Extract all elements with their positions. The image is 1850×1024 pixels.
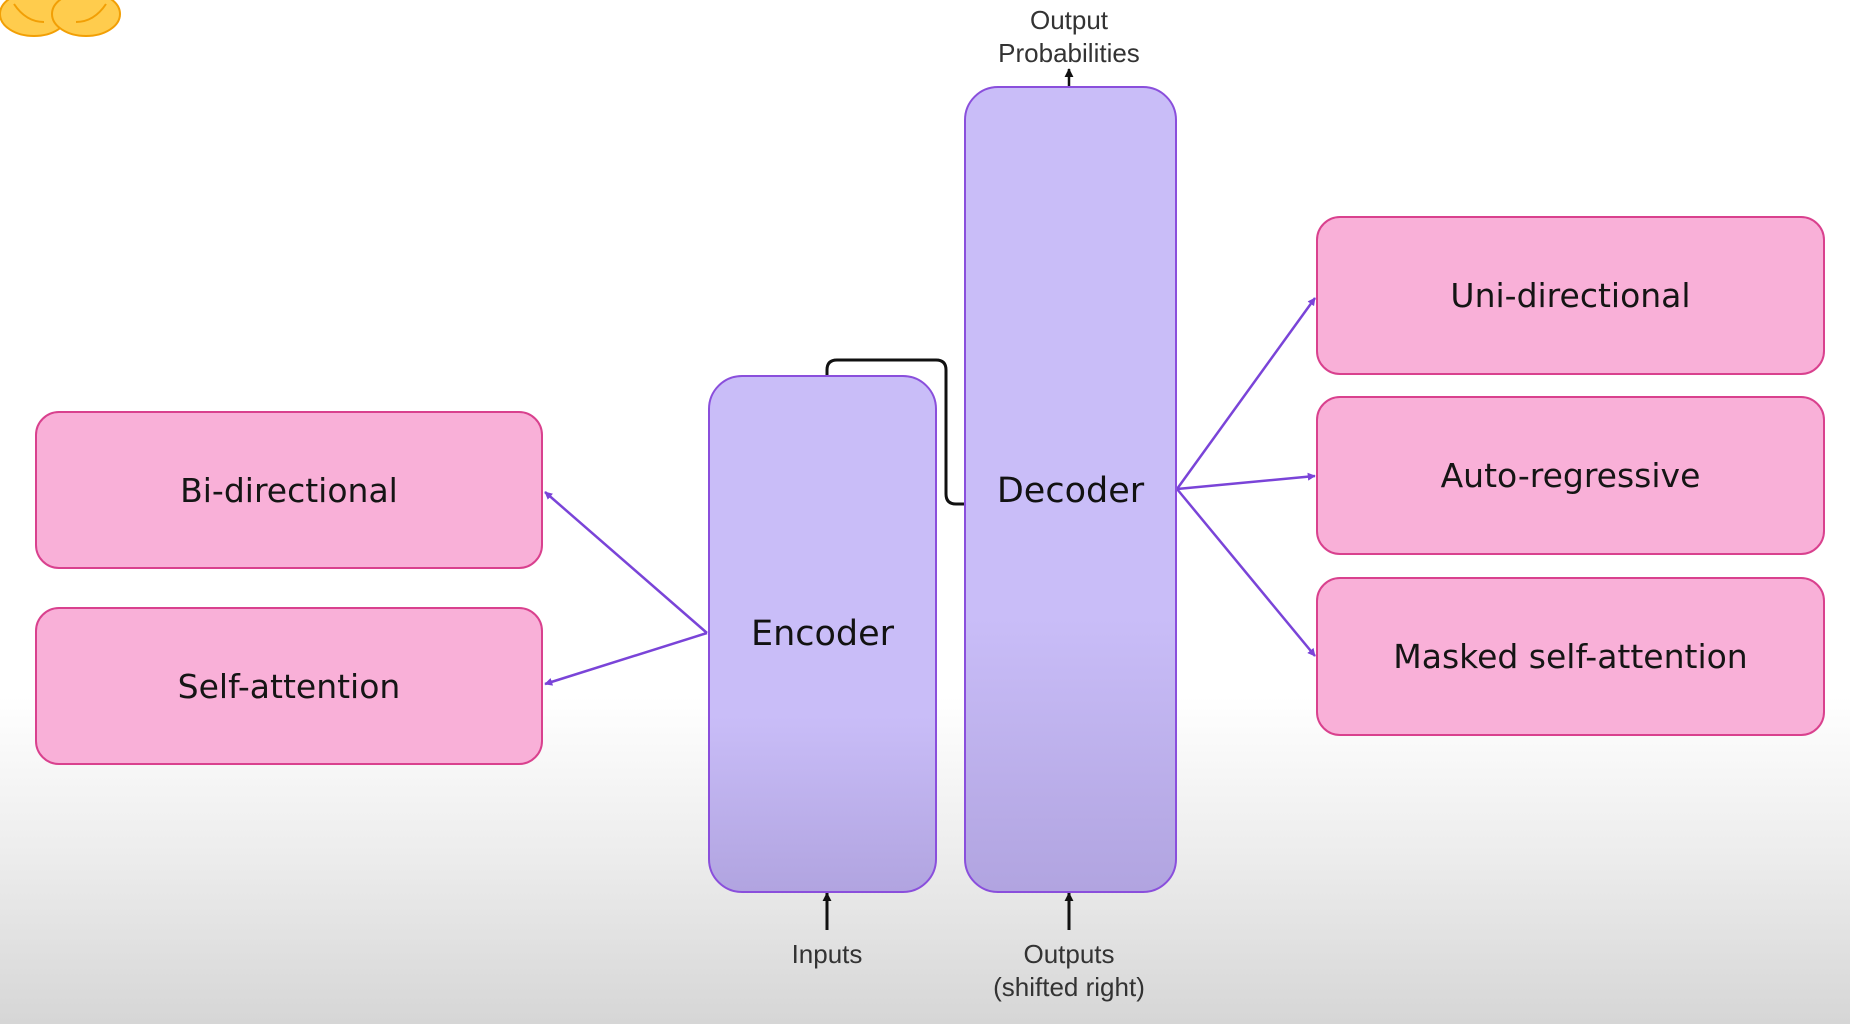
masked-self-attention-box: Masked self-attention: [1316, 577, 1825, 736]
self-attention-box: Self-attention: [35, 607, 543, 765]
output-probabilities-label: Output Probabilities: [969, 4, 1169, 70]
outputs-line-2: (shifted right): [993, 972, 1145, 1002]
bi-directional-label: Bi-directional: [180, 470, 398, 510]
bi-directional-box: Bi-directional: [35, 411, 543, 569]
arrow-to-self-attention: [544, 631, 708, 686]
decoder-block: Decoder: [964, 86, 1177, 893]
decoder-label: Decoder: [996, 471, 1145, 511]
inputs-text: Inputs: [791, 939, 863, 969]
uni-directional-box: Uni-directional: [1316, 216, 1825, 375]
encoder-label: Encoder: [750, 614, 895, 654]
encoder-decoder-connector: [825, 358, 966, 506]
uni-directional-label: Uni-directional: [1450, 276, 1691, 315]
inputs-label: Inputs: [747, 938, 907, 971]
arrow-to-auto-regressive: [1176, 472, 1316, 491]
arrow-to-masked-self-attention: [1176, 488, 1316, 657]
outputs-line-1: Outputs: [1023, 939, 1115, 969]
auto-regressive-label: Auto-regressive: [1440, 456, 1701, 495]
self-attention-label: Self-attention: [177, 666, 401, 706]
arrow-to-bi-directional: [544, 491, 708, 634]
auto-regressive-box: Auto-regressive: [1316, 396, 1825, 555]
arrow-to-uni-directional: [1175, 297, 1317, 490]
hugging-face-hands-icon: [0, 0, 121, 37]
output-line-1: Output: [1029, 5, 1109, 35]
masked-self-attention-label: Masked self-attention: [1393, 637, 1748, 676]
output-line-2: Probabilities: [998, 38, 1140, 68]
encoder-block: Encoder: [708, 375, 937, 893]
outputs-shifted-label: Outputs (shifted right): [964, 938, 1174, 1004]
